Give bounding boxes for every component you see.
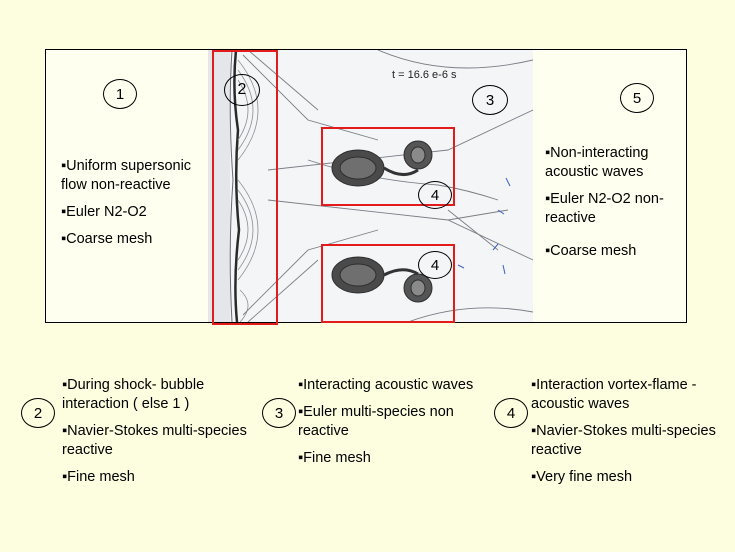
legend-2-bullet: ▪Fine mesh bbox=[62, 468, 262, 487]
legend-2-marker: 2 bbox=[21, 398, 55, 428]
legend-3-bullet: ▪Fine mesh bbox=[298, 449, 488, 468]
time-label: t = 16.6 e-6 s bbox=[392, 69, 457, 81]
legend-4-bullet: ▪Interaction vortex-flame -acoustic wave… bbox=[531, 376, 727, 414]
zone-4-lower-marker: 4 bbox=[418, 251, 452, 279]
zone-1-bullet: ▪Uniform supersonic flow non-reactive bbox=[61, 157, 201, 195]
legend-4-bullet: ▪Very fine mesh bbox=[531, 468, 727, 487]
zone-1-bullet: ▪Coarse mesh bbox=[61, 230, 201, 249]
zone-3-marker: 3 bbox=[472, 85, 508, 115]
legend-3-description: ▪Interacting acoustic waves ▪Euler multi… bbox=[298, 376, 488, 476]
legend-2-bullet: ▪During shock- bubble interaction ( else… bbox=[62, 376, 262, 414]
legend-4-number: 4 bbox=[507, 405, 515, 422]
legend-2-description: ▪During shock- bubble interaction ( else… bbox=[62, 376, 262, 495]
zone-1-marker: 1 bbox=[103, 79, 137, 109]
zone-5-bullet: ▪Coarse mesh bbox=[545, 242, 685, 261]
legend-3-bullet: ▪Euler multi-species non reactive bbox=[298, 403, 488, 441]
zone-4-lower-number: 4 bbox=[431, 257, 439, 274]
legend-4-description: ▪Interaction vortex-flame -acoustic wave… bbox=[531, 376, 727, 495]
zone-2-number: 2 bbox=[238, 81, 247, 99]
legend-2-bullet: ▪Navier-Stokes multi-species reactive bbox=[62, 422, 262, 460]
zone-5-bullet: ▪Non-interacting acoustic waves bbox=[545, 144, 685, 182]
zone-5-marker: 5 bbox=[620, 83, 654, 113]
legend-3-bullet: ▪Interacting acoustic waves bbox=[298, 376, 488, 395]
legend-4-bullet: ▪Navier-Stokes multi-species reactive bbox=[531, 422, 727, 460]
zone-2-marker: 2 bbox=[224, 74, 260, 106]
zone-1-number: 1 bbox=[116, 86, 124, 103]
legend-3-marker: 3 bbox=[262, 398, 296, 428]
legend-4-marker: 4 bbox=[494, 398, 528, 428]
zone-1-bullet: ▪Euler N2-O2 bbox=[61, 203, 201, 222]
legend-2-number: 2 bbox=[34, 405, 42, 422]
zone-4-upper-marker: 4 bbox=[418, 181, 452, 209]
zone-5-number: 5 bbox=[633, 90, 641, 107]
zone-4-upper-number: 4 bbox=[431, 187, 439, 204]
zone-5-description: ▪Non-interacting acoustic waves ▪Euler N… bbox=[545, 144, 685, 269]
zone-3-number: 3 bbox=[486, 92, 494, 109]
zone-1-description: ▪Uniform supersonic flow non-reactive ▪E… bbox=[61, 157, 201, 257]
legend-3-number: 3 bbox=[275, 405, 283, 422]
zone-5-bullet: ▪Euler N2-O2 non-reactive bbox=[545, 190, 685, 228]
